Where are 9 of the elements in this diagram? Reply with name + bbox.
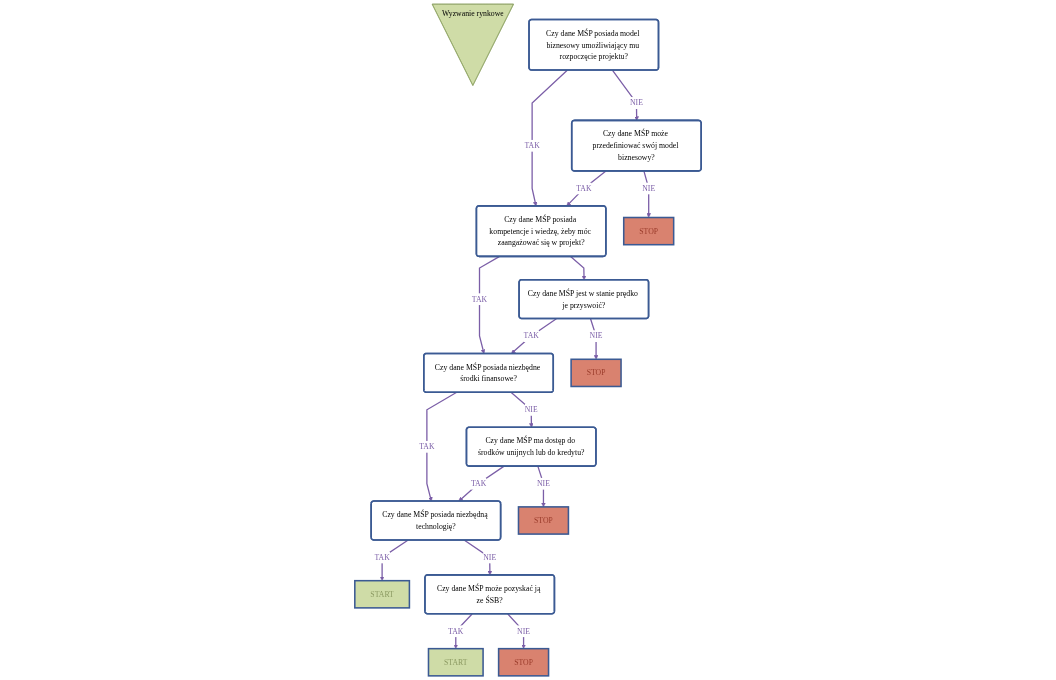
arrow	[478, 255, 500, 354]
arrow	[426, 391, 457, 502]
arrow	[566, 170, 607, 207]
arrow	[510, 391, 534, 428]
arrow	[569, 255, 587, 281]
arrow	[511, 318, 558, 354]
arrow	[611, 69, 639, 121]
arrow	[458, 465, 505, 502]
arrow	[531, 69, 568, 207]
